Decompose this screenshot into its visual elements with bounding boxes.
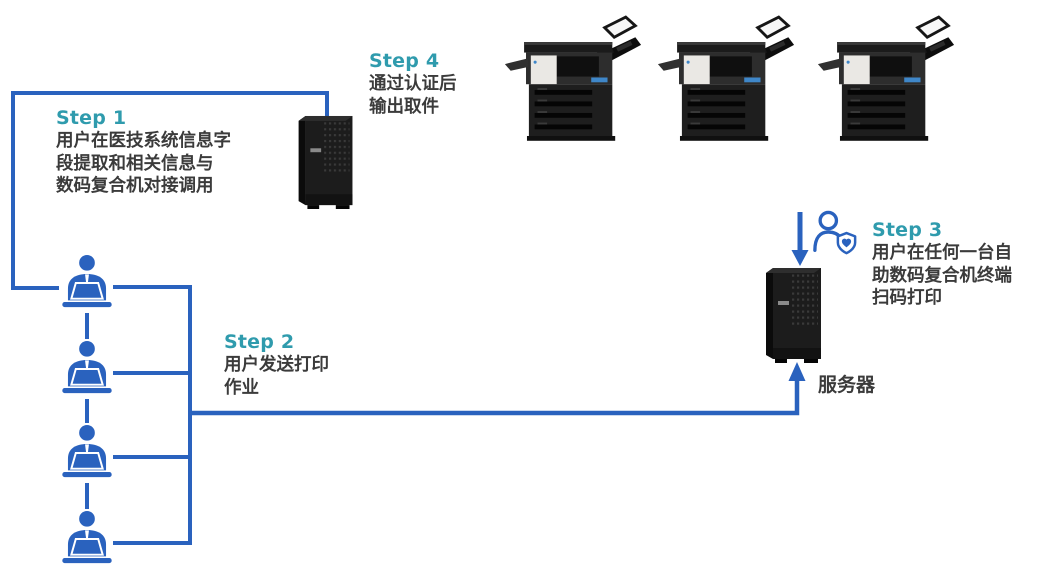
step3-title: Step 3 (872, 219, 943, 241)
user-at-laptop-icon (59, 509, 115, 569)
user-at-laptop-icon (59, 423, 115, 483)
user-at-laptop-icon (59, 339, 115, 399)
step1-title: Step 1 (56, 107, 127, 129)
user-trunk-line (113, 285, 192, 545)
down-arrow (791, 250, 809, 266)
step1-text-line: 数码复合机对接调用 (56, 176, 214, 196)
step4-text-line: 通过认证后 (369, 74, 457, 94)
multifunction-copier-icon (503, 14, 643, 141)
step2-block: Step 2 用户发送打印 作业 (224, 331, 329, 399)
step2-title: Step 2 (224, 331, 295, 353)
step1-text-line: 段提取和相关信息与 (56, 153, 214, 174)
step2-text-line: 用户发送打印 (224, 355, 329, 375)
step3-text-line: 扫码打印 (872, 288, 942, 308)
step4-text-line: 输出取件 (369, 96, 439, 117)
step3-block: Step 3 用户在任何一台自 助数码复合机终端 扫码打印 (872, 219, 1012, 310)
step4-title: Step 4 (369, 50, 440, 72)
server-tower-icon (298, 115, 356, 209)
multifunction-copier-icon (656, 14, 796, 141)
step1-block: Step 1 用户在医技系统信息字 段提取和相关信息与 数码复合机对接调用 (56, 107, 231, 198)
flow-line-step1 (11, 91, 329, 290)
user-at-laptop-icon (59, 253, 115, 313)
server-tower-icon (766, 266, 824, 364)
up-arrow (788, 362, 806, 381)
user-check-badge-icon (812, 209, 858, 259)
step3-text-line: 用户在任何一台自 (872, 243, 1012, 263)
server-label: 服务器 (818, 374, 876, 396)
multifunction-copier-icon (816, 14, 956, 141)
step2-text-line: 作业 (224, 377, 259, 398)
flow-line-step2 (190, 380, 800, 416)
step4-block: Step 4 通过认证后 输出取件 (369, 50, 457, 118)
step1-text-line: 用户在医技系统信息字 (56, 131, 231, 151)
step3-text-line: 助数码复合机终端 (872, 265, 1012, 286)
